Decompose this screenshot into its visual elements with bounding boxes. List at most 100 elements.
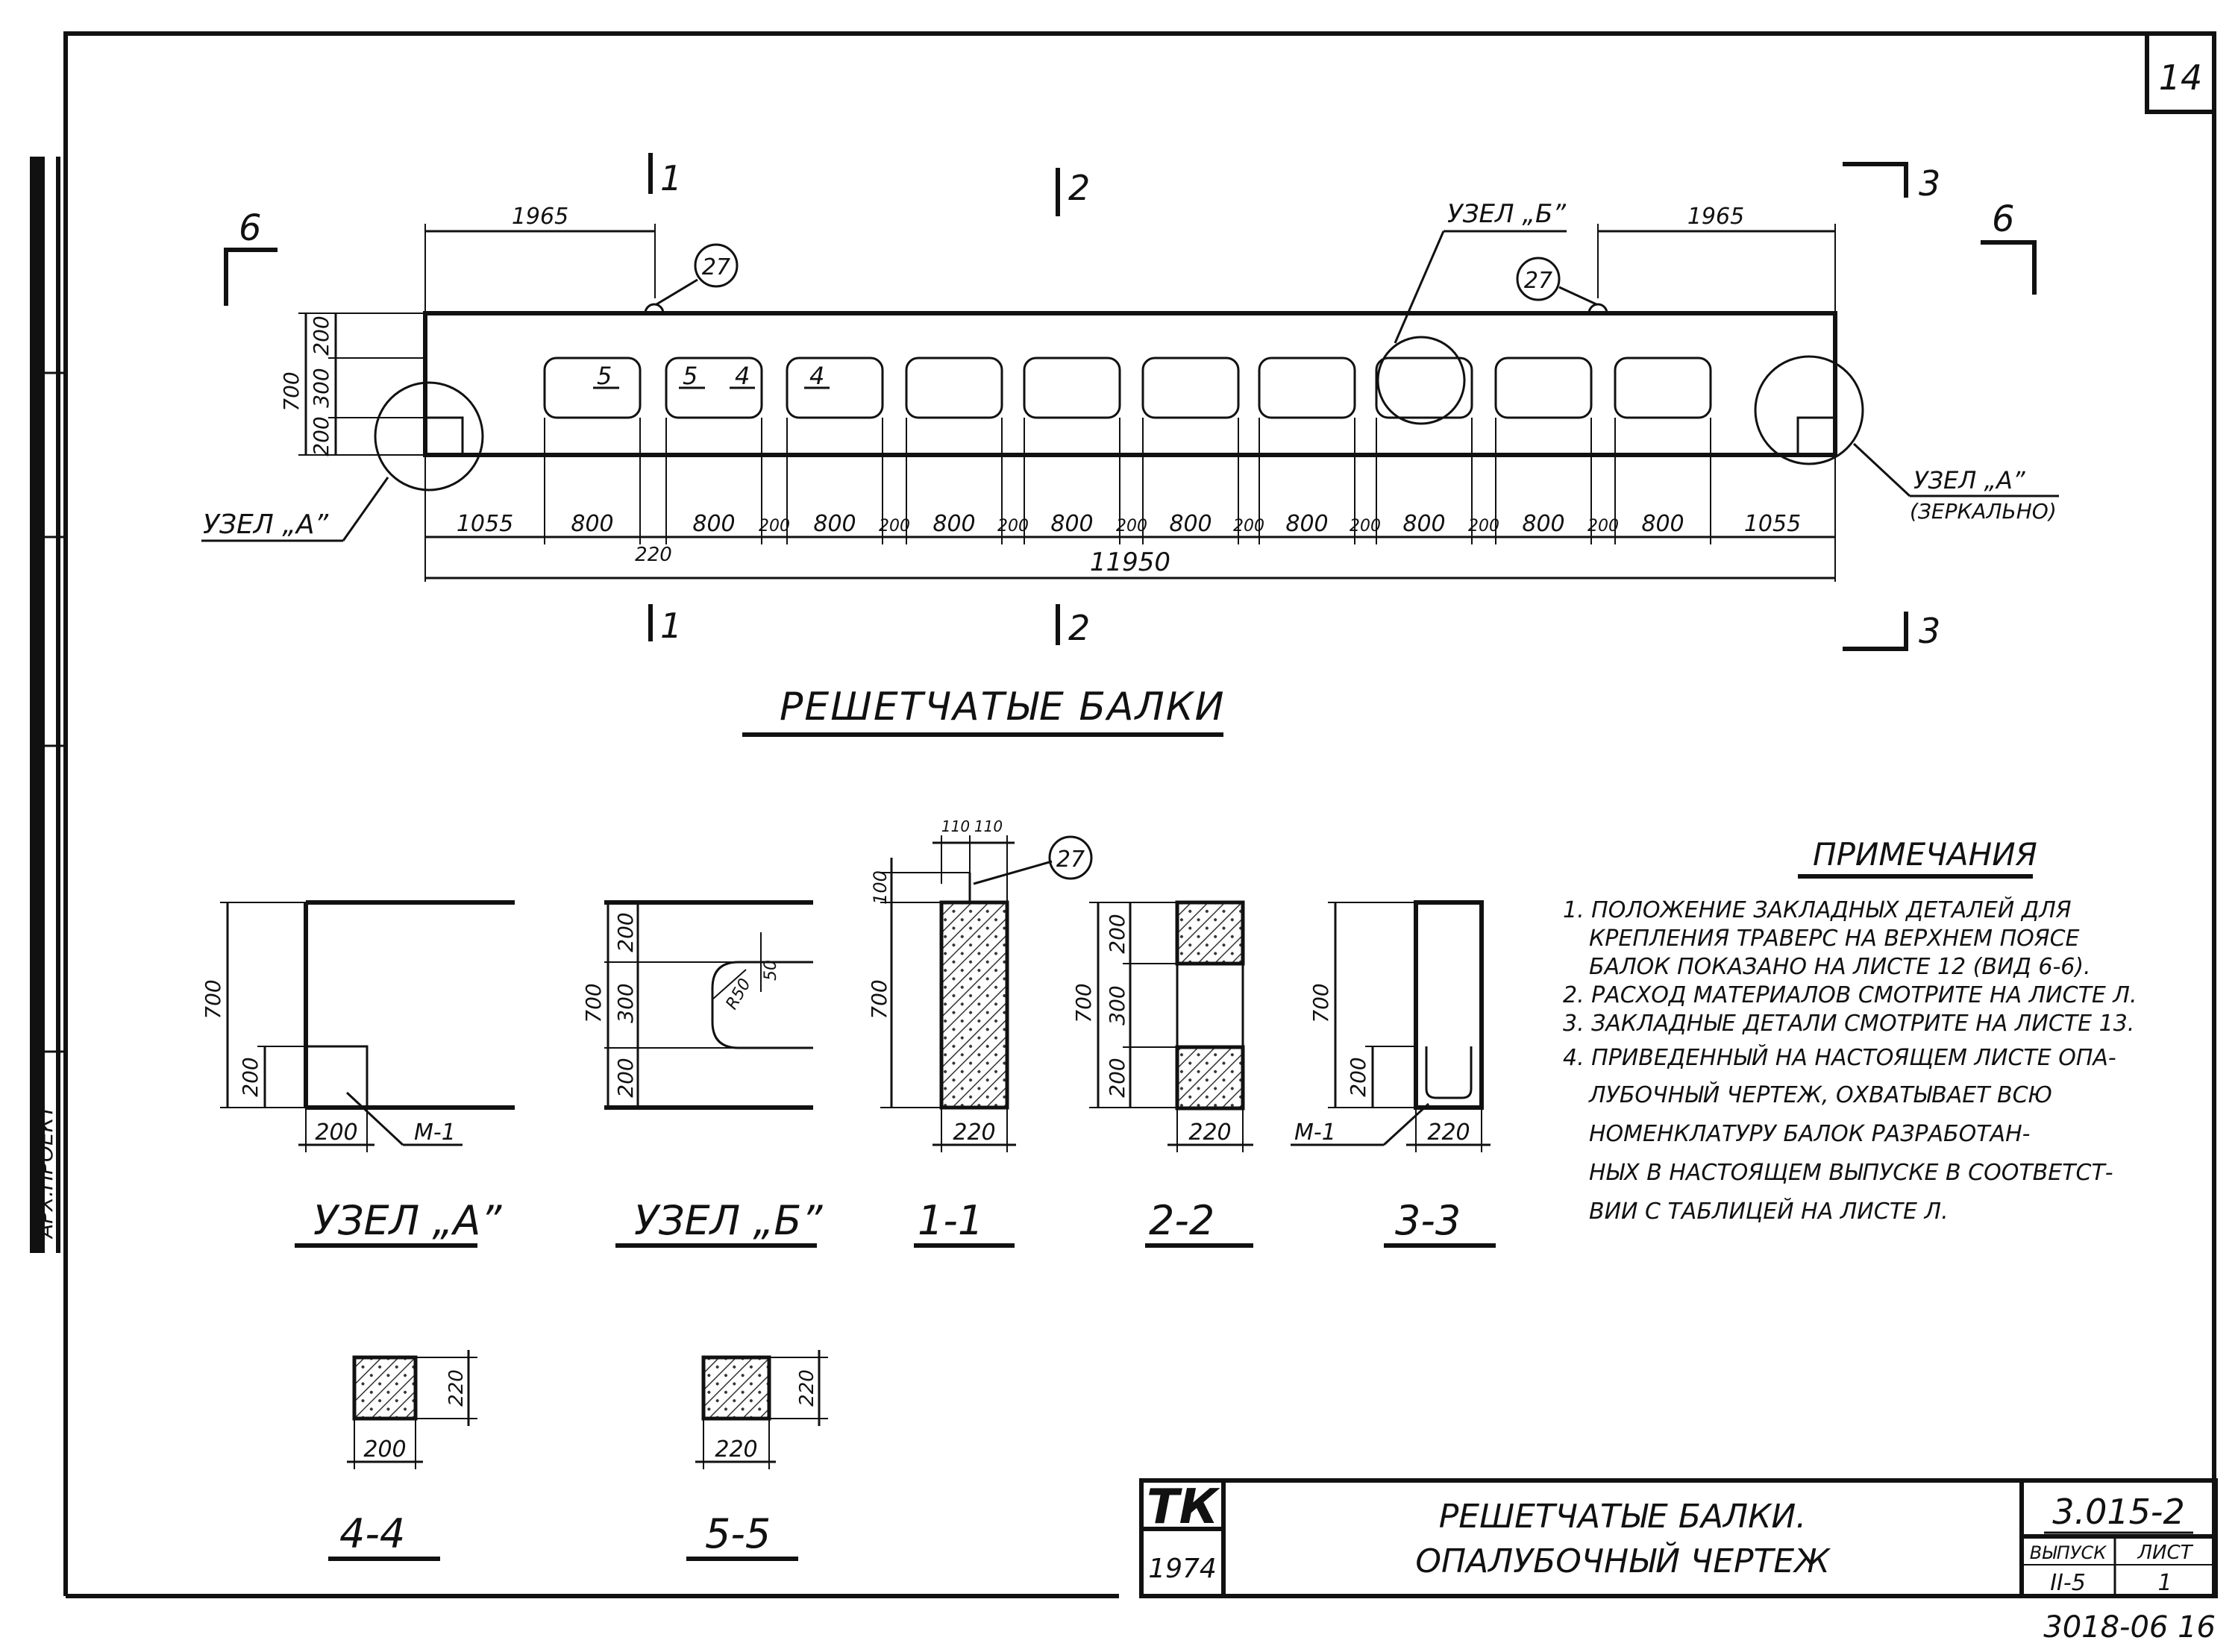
dim-800: 800 bbox=[692, 511, 735, 537]
node-a-mirror-label: УЗЕЛ „А” bbox=[1913, 466, 2025, 494]
note-line: НЫХ В НАСТОЯЩЕМ ВЫПУСКЕ В СООТВЕТСТ- bbox=[1589, 1160, 2113, 1186]
dim-11950: 11950 bbox=[1090, 547, 1170, 577]
section-mark-3-top: 3 bbox=[1919, 163, 1940, 204]
dim-200: 200 bbox=[1346, 1057, 1370, 1096]
detail-label-5a: 5 bbox=[597, 362, 612, 390]
opening bbox=[1375, 357, 1473, 419]
detail-label-5b: 5 bbox=[683, 362, 698, 390]
issue-value: II-5 bbox=[2050, 1570, 2086, 1596]
dim-800: 800 bbox=[571, 511, 613, 537]
section-2-2-title: 2-2 bbox=[1149, 1197, 1214, 1244]
node-b-label: УЗЕЛ „Б” bbox=[1447, 199, 1566, 229]
embedded-plate-left bbox=[424, 416, 464, 456]
dim-200: 200 bbox=[1350, 517, 1381, 536]
opening bbox=[786, 357, 884, 419]
dim-1965-left: 1965 bbox=[512, 204, 568, 230]
dim-50: 50 bbox=[762, 960, 780, 981]
sheet-frame bbox=[63, 31, 2216, 1596]
dim-200: 200 bbox=[613, 912, 638, 952]
sheet-number: 14 bbox=[2159, 57, 2203, 98]
dim-200: 200 bbox=[1116, 517, 1147, 536]
year: 1974 bbox=[1148, 1554, 1217, 1584]
dim-220: 220 bbox=[796, 1369, 818, 1407]
bottom-dimension-chain: 1055 800 220 800 200 800 200 800 200 800… bbox=[424, 418, 1836, 582]
callout-27-left bbox=[694, 243, 739, 288]
note-line: ВИИ С ТАБЛИЦЕЙ НА ЛИСТЕ Л. bbox=[1589, 1198, 1949, 1225]
dim-220: 220 bbox=[445, 1369, 468, 1407]
section-5-5: 220 220 5-5 bbox=[686, 1350, 828, 1561]
note-line: 2. РАСХОД МАТЕРИАЛОВ СМОТРИТЕ НА ЛИСТЕ Л… bbox=[1563, 982, 2137, 1008]
mark-m1: М-1 bbox=[1294, 1119, 1336, 1146]
sheet-number-box bbox=[2145, 31, 2216, 114]
lifting-loop-left bbox=[644, 303, 665, 314]
detail-node-a-title: УЗЕЛ „А” bbox=[313, 1197, 502, 1244]
radius-r50: R50 bbox=[723, 976, 755, 1013]
section-4-4: 220 200 4-4 bbox=[328, 1350, 477, 1561]
opening bbox=[1494, 357, 1593, 419]
node-a-mirror-circle bbox=[1754, 355, 1864, 465]
footer-code: 3018-06 16 bbox=[2043, 1610, 2216, 1645]
dim-800: 800 bbox=[1050, 511, 1093, 537]
side-strip-text: АРХ.ПРОЕКТ bbox=[33, 1103, 57, 1240]
note-line: 4. ПРИВЕДЕННЫЙ НА НАСТОЯЩЕМ ЛИСТЕ ОПА- bbox=[1563, 1044, 2116, 1071]
dim-v-200a: 200 bbox=[309, 416, 333, 456]
dim-200: 200 bbox=[613, 1058, 638, 1097]
dim-700: 700 bbox=[1308, 983, 1333, 1023]
note-line: НОМЕНКЛАТУРУ БАЛОК РАЗРАБОТАН- bbox=[1589, 1121, 2030, 1147]
sheet-value: 1 bbox=[2157, 1570, 2172, 1596]
opening bbox=[1023, 357, 1121, 419]
callout-27 bbox=[1048, 835, 1093, 880]
section-3-3-title: 3-3 bbox=[1395, 1197, 1461, 1244]
lifting-loop-right bbox=[1587, 303, 1608, 314]
dim-200: 200 bbox=[759, 517, 790, 536]
dim-800: 800 bbox=[932, 511, 975, 537]
beam-openings bbox=[543, 357, 1712, 419]
dim-800: 800 bbox=[1285, 511, 1328, 537]
opening bbox=[1614, 357, 1712, 419]
section-1-1: 110 110 100 700 220 27 1-1 bbox=[867, 817, 1093, 1248]
opening bbox=[543, 357, 642, 419]
dim-700: 700 bbox=[581, 983, 606, 1023]
section-4-4-title: 4-4 bbox=[339, 1510, 405, 1557]
dim-1965-right: 1965 bbox=[1687, 204, 1744, 230]
dim-200: 200 bbox=[1587, 517, 1619, 536]
dim-200: 200 bbox=[315, 1119, 357, 1146]
title-line-2: ОПАЛУБОЧНЫЙ ЧЕРТЕЖ bbox=[1415, 1541, 1831, 1580]
dim-200: 200 bbox=[1468, 517, 1499, 536]
note-line: ЛУБОЧНЫЙ ЧЕРТЕЖ, ОХВАТЫВАЕТ ВСЮ bbox=[1588, 1081, 2052, 1108]
sheet-label: ЛИСТ bbox=[2137, 1542, 2193, 1564]
dim-700: 700 bbox=[201, 979, 225, 1019]
dim-1055-right: 1055 bbox=[1744, 511, 1801, 537]
dim-800: 800 bbox=[1641, 511, 1684, 537]
embedded-plate-right bbox=[1796, 416, 1837, 456]
opening bbox=[1258, 357, 1356, 419]
mark-m1: М-1 bbox=[414, 1119, 456, 1146]
dim-200: 200 bbox=[363, 1436, 406, 1463]
section-mark-2-bottom: 2 bbox=[1068, 608, 1090, 648]
note-line: КРЕПЛЕНИЯ ТРАВЕРС НА ВЕРХНЕМ ПОЯСЕ bbox=[1589, 926, 2080, 952]
detail-label-4a: 4 bbox=[735, 362, 750, 390]
section-mark-6-right: 6 bbox=[1992, 198, 2015, 240]
dim-200: 200 bbox=[879, 517, 910, 536]
section-1-1-title: 1-1 bbox=[918, 1197, 983, 1244]
svg-text:27: 27 bbox=[702, 254, 730, 280]
title-line-1: РЕШЕТЧАТЫЕ БАЛКИ. bbox=[1439, 1498, 1807, 1536]
section-mark-1-bottom: 1 bbox=[660, 606, 682, 646]
org-logo: ТК bbox=[1147, 1480, 1220, 1535]
section-mark-3-bottom: 3 bbox=[1919, 611, 1940, 651]
note-line: БАЛОК ПОКАЗАНО НА ЛИСТЕ 12 (ВИД 6-6). bbox=[1589, 954, 2091, 980]
dim-220: 220 bbox=[1427, 1119, 1470, 1146]
svg-text:27: 27 bbox=[1056, 847, 1085, 873]
dim-200: 200 bbox=[1233, 517, 1264, 536]
dim-800: 800 bbox=[1522, 511, 1564, 537]
section-2-2: 700 200 300 200 220 2-2 bbox=[1071, 900, 1253, 1248]
dim-110b: 110 bbox=[974, 817, 1003, 835]
svg-text:27: 27 bbox=[1524, 268, 1552, 294]
dim-v-700: 700 bbox=[279, 371, 304, 411]
side-strip: АРХ.ПРОЕКТ bbox=[30, 157, 66, 1253]
section-5-5-title: 5-5 bbox=[705, 1510, 771, 1557]
dim-300: 300 bbox=[1105, 985, 1129, 1025]
dim-v-300: 300 bbox=[309, 368, 333, 407]
node-a-mirror-note: (ЗЕРКАЛЬНО) bbox=[1910, 499, 2057, 524]
dim-220: 220 bbox=[715, 1436, 757, 1463]
